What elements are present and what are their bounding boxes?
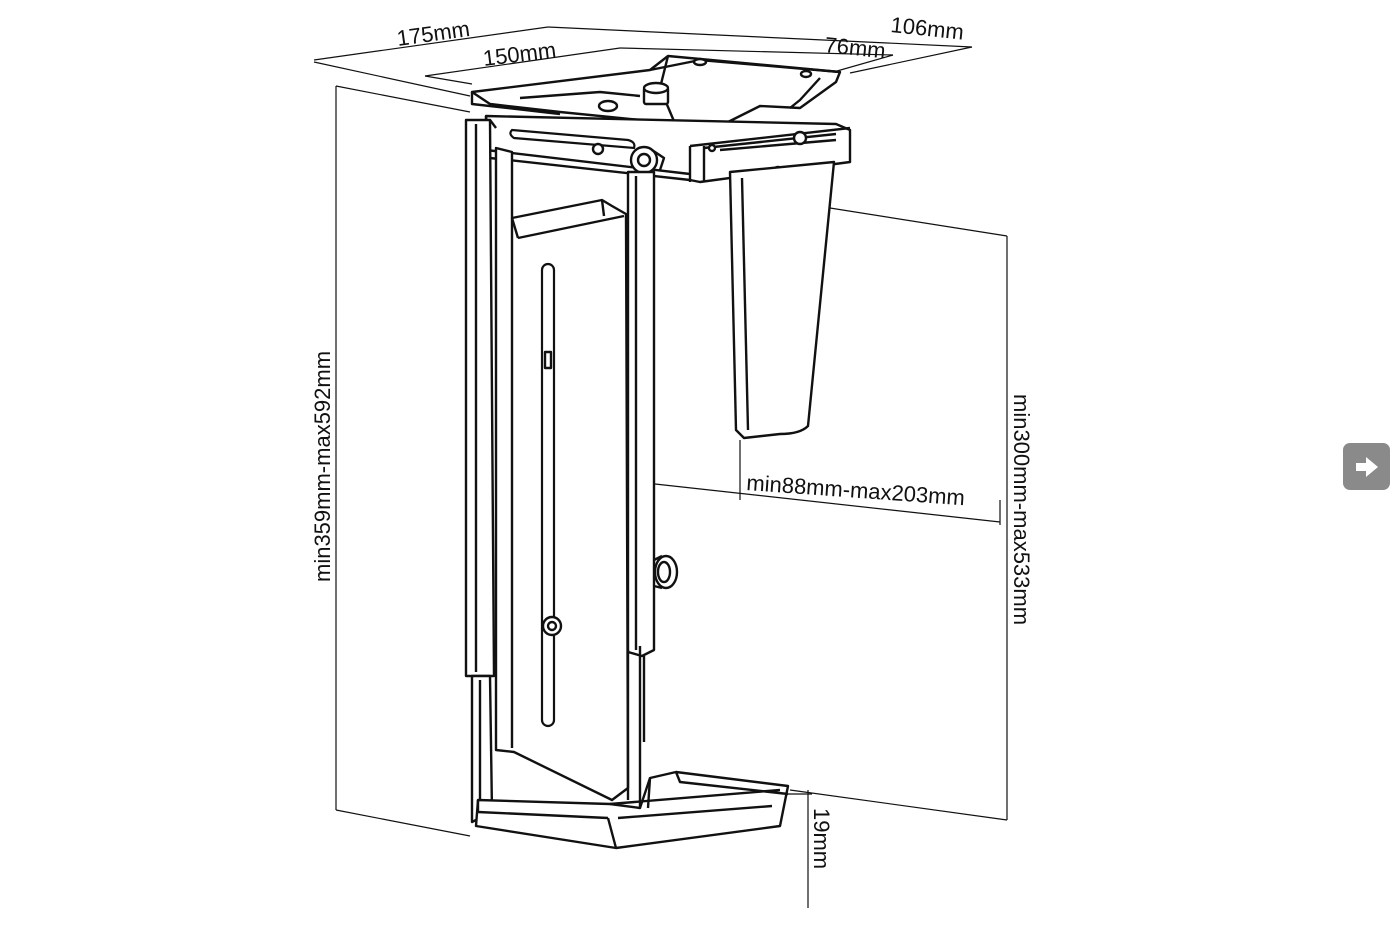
label-overall-height: min359mm-max592mm xyxy=(310,351,335,582)
arrow-right-icon xyxy=(1355,456,1378,477)
label-cradle-width: min88mm-max203mm xyxy=(746,470,966,510)
dimension-lines xyxy=(313,26,1008,908)
left-outer-rail xyxy=(464,118,497,824)
label-overall-depth: 175mm xyxy=(395,16,471,51)
bottom-base xyxy=(474,770,790,850)
dimension-labels: 175mm 150mm 106mm 76mm min359mm-max592mm… xyxy=(310,12,1034,869)
next-image-button[interactable] xyxy=(1343,443,1390,490)
right-hanging-arm xyxy=(728,160,836,440)
label-base-height: 19mm xyxy=(809,808,834,869)
center-vertical-rail xyxy=(626,170,679,808)
label-overall-width: 106mm xyxy=(889,12,965,45)
top-mount-plate xyxy=(470,54,842,132)
label-plate-depth: 150mm xyxy=(482,37,558,71)
label-plate-width: 76mm xyxy=(823,32,886,63)
left-cradle-panel xyxy=(494,146,630,802)
label-cradle-height: min300mm-max533mm xyxy=(1009,394,1034,625)
